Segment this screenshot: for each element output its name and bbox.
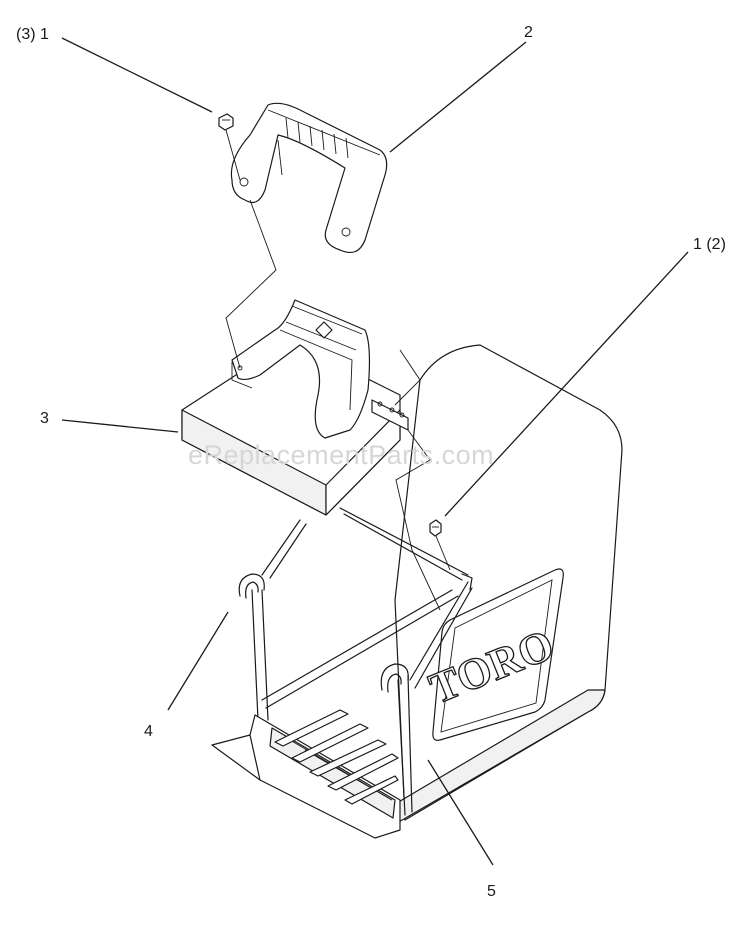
toro-logo-plate (432, 568, 564, 741)
bag-lid (181, 299, 409, 516)
grass-bag-body (384, 344, 623, 831)
callout-label-4: 4 (144, 723, 153, 740)
callout-label-5: 5 (487, 883, 496, 900)
watermark: eReplacementParts.com (188, 440, 495, 470)
handle-grip (230, 102, 388, 253)
bag-frame (238, 507, 473, 816)
callout-label-1-right: 1 (2) (693, 236, 726, 253)
callout-label-2: 2 (524, 24, 533, 41)
screw-right (429, 519, 442, 537)
callout-label-1-upper: (3) 1 (16, 26, 49, 43)
screw-upper (218, 113, 234, 131)
assembly-guide-lines (225, 129, 451, 611)
leader-lines (61, 37, 689, 866)
bag-bottom-tray (211, 709, 401, 839)
callout-label-3: 3 (40, 410, 49, 427)
